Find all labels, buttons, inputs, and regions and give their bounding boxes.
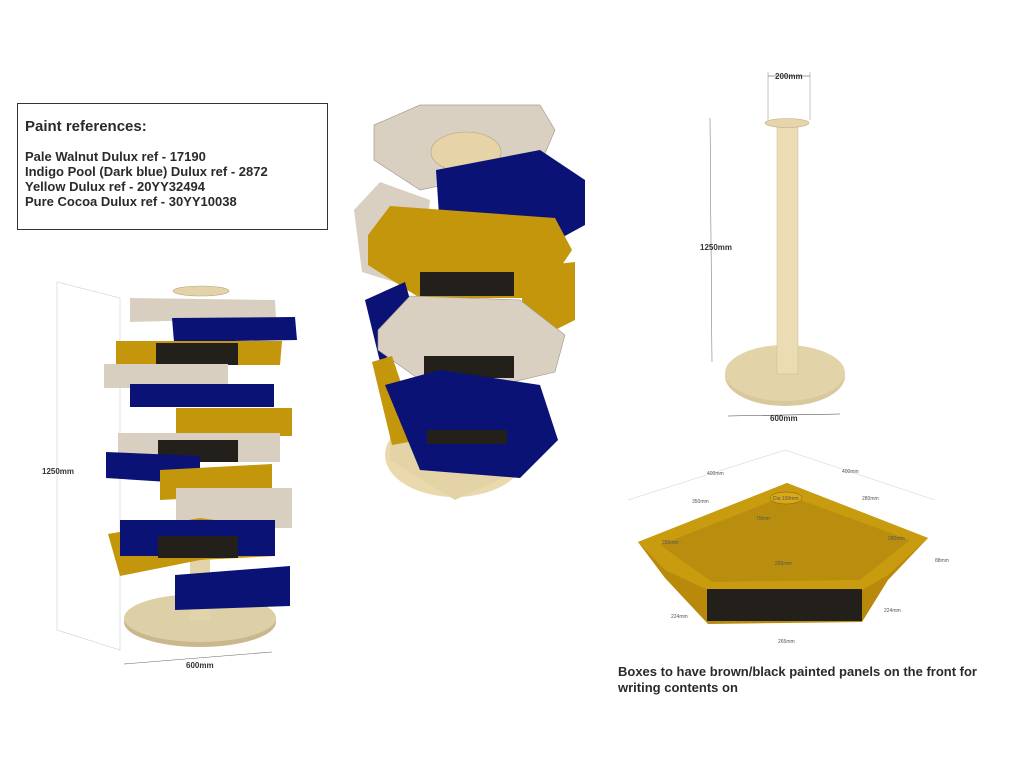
box-dim-label: 224mm xyxy=(671,614,688,620)
paint-references-box: Paint references: Pale Walnut Dulux ref … xyxy=(17,103,328,230)
stand-height-label: 1250mm xyxy=(700,243,732,252)
box-dim-label: Dia 100mm xyxy=(773,496,799,502)
box-dim-label: 400mm xyxy=(842,469,859,475)
stand-top-label: 200mm xyxy=(775,72,803,81)
box-detail-drawing: 400mm 400mm 350mm 280mm 280mm 280mm 70mm… xyxy=(627,449,949,645)
stand-drawing: 200mm 1250mm 600mm xyxy=(700,72,845,423)
box-dim-label: 224mm xyxy=(884,608,901,614)
paint-ref-pure-cocoa: Pure Cocoa Dulux ref - 30YY10038 xyxy=(25,194,237,209)
paint-references-title: Paint references: xyxy=(25,118,147,135)
paint-ref-pale-walnut: Pale Walnut Dulux ref - 17190 xyxy=(25,149,206,164)
box-dim-label: 88mm xyxy=(935,558,949,564)
box-dim-label: 280mm xyxy=(662,540,679,546)
box-dim-label: 265mm xyxy=(775,561,792,567)
box-dim-label: 265mm xyxy=(778,639,795,645)
paint-ref-yellow: Yellow Dulux ref - 20YY32494 xyxy=(25,179,205,194)
box-dim-label: 400mm xyxy=(707,471,724,477)
left-base-label: 600mm xyxy=(186,661,214,670)
box-dim-label: 70mm xyxy=(756,516,770,522)
box-dim-label: 280mm xyxy=(888,536,905,542)
left-height-label: 1250mm xyxy=(42,467,74,476)
panel-note: Boxes to have brown/black painted panels… xyxy=(618,664,977,695)
stand-base-label: 600mm xyxy=(770,414,798,423)
center-tower-model xyxy=(354,104,585,500)
left-tower-model: 1250mm 600mm xyxy=(42,281,297,670)
box-dim-label: 350mm xyxy=(692,499,709,505)
paint-ref-indigo-pool: Indigo Pool (Dark blue) Dulux ref - 2872 xyxy=(25,164,268,179)
box-dim-label: 280mm xyxy=(862,496,879,502)
